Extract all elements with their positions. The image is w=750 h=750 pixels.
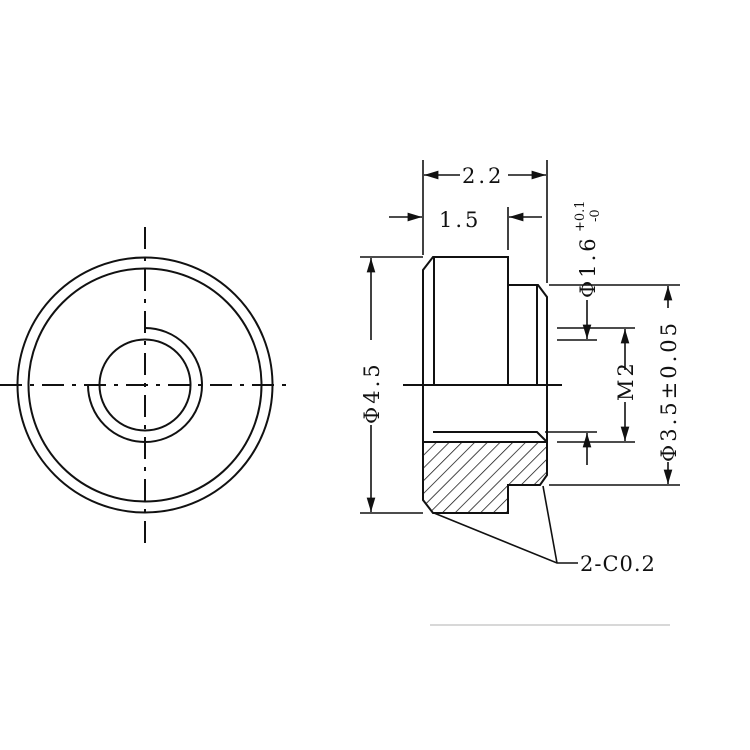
dim-bore-diameter: Φ1.6 — [576, 235, 600, 298]
dim-outer-diameter: Φ4.5 — [360, 361, 384, 424]
dim-shoulder-diameter: Φ3.5±0.05 — [657, 320, 681, 462]
thread-chamfer-bottom — [433, 431, 548, 443]
dim-overall-length: 2.2 — [462, 164, 504, 188]
part-outline — [422, 256, 548, 500]
dimensions: 2.2 1.5 Φ4.5 Φ3.5±0.05 Φ1.6 +0.1 -0 M2 2… — [360, 160, 681, 576]
end-view — [0, 227, 293, 543]
dim-thread: M2 — [614, 360, 638, 401]
chamfer-leader-2 — [542, 485, 558, 564]
dim-chamfer: 2-C0.2 — [580, 552, 656, 576]
bore-tol-upper: +0.1 — [573, 200, 588, 232]
section-view — [403, 256, 562, 514]
thread-arc — [87, 327, 203, 443]
section-hatch — [422, 441, 548, 514]
bore-tol-lower: -0 — [588, 209, 603, 222]
dim-head-length: 1.5 — [439, 208, 481, 232]
